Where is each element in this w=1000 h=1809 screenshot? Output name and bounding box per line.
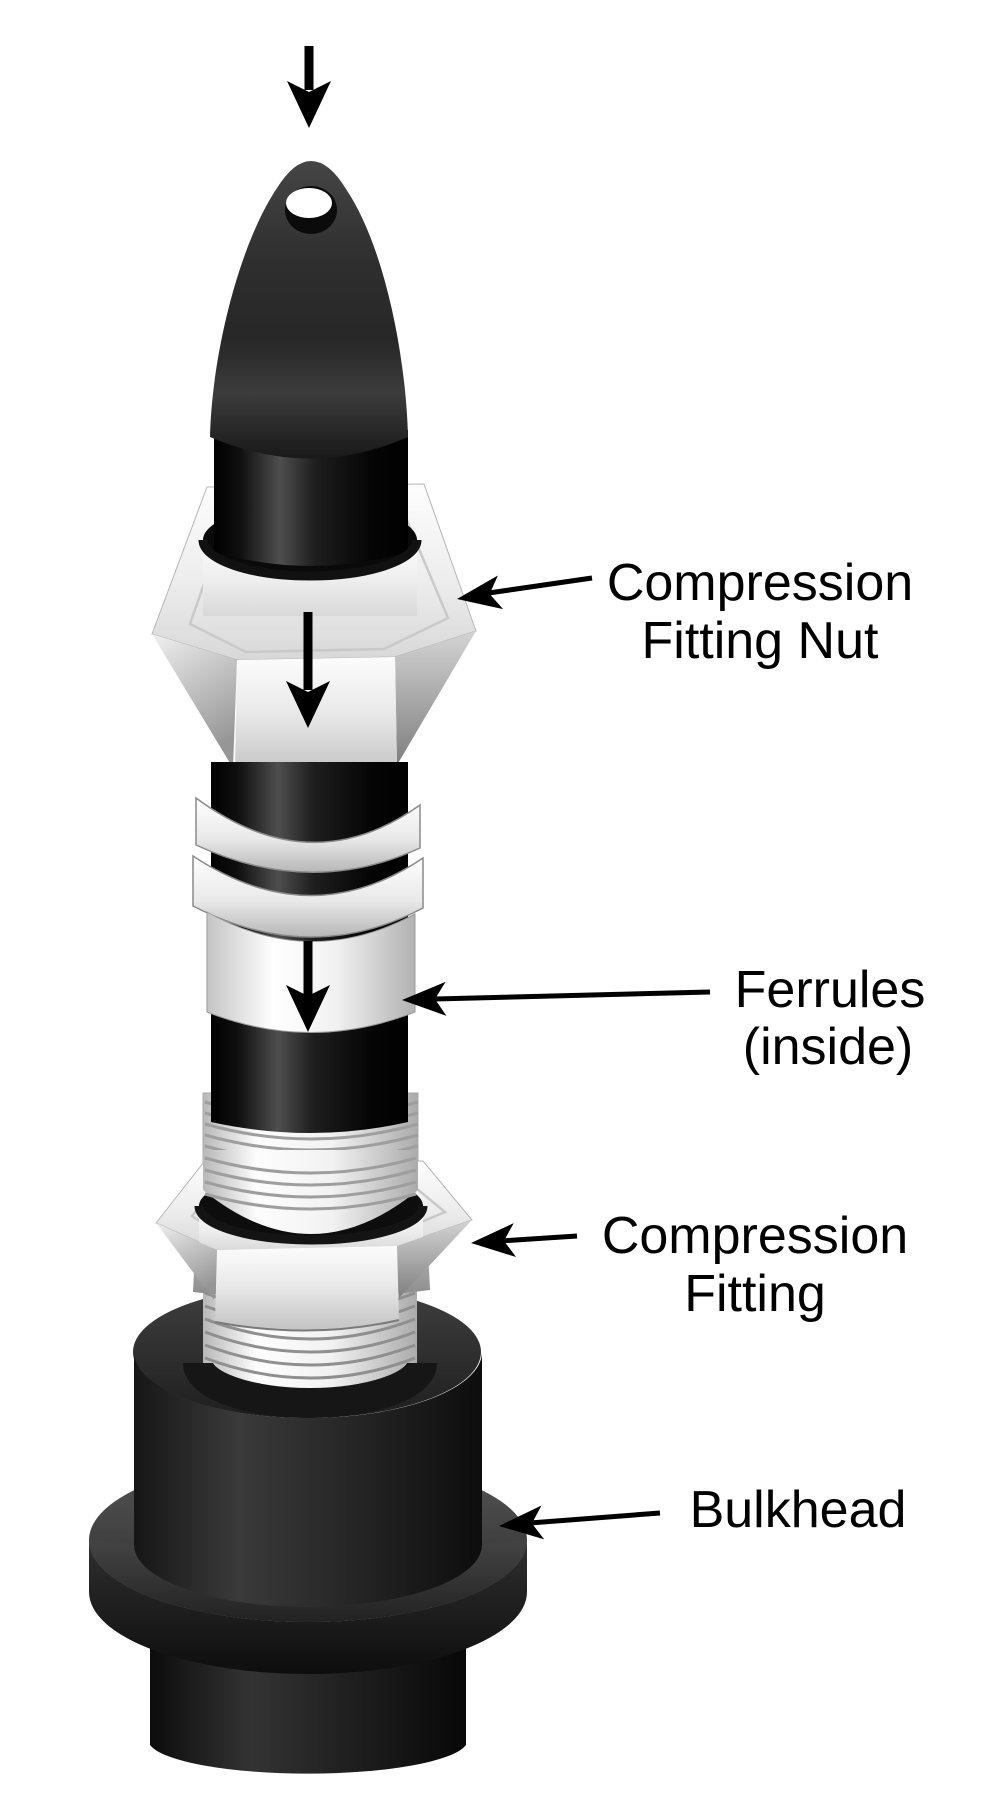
fitting-front-face <box>215 1246 399 1331</box>
ferrule-ring-lower <box>192 854 424 938</box>
bulkhead-bore-front-rim <box>183 1361 437 1418</box>
bulkhead-neck <box>134 1352 482 1607</box>
fitting-bottom-edge <box>214 1319 400 1332</box>
left-arrow-icon <box>402 981 447 1016</box>
ferrule-ring-upper <box>195 796 421 873</box>
label-compression-fitting-line1: Compression <box>602 1207 908 1265</box>
leader-arrow-ferrules <box>402 981 711 1016</box>
leader-arrow-compression-fitting <box>471 1223 578 1258</box>
bulkhead-flange-side <box>89 1540 527 1674</box>
nut-left-face <box>152 634 237 768</box>
label-compression-fitting-nut-line1: Compression <box>607 554 913 612</box>
fitting-bore-front-rim <box>194 1205 428 1245</box>
down-arrow-icon-top <box>287 46 331 128</box>
label-compression-fitting-line2: Fitting <box>684 1265 826 1323</box>
compression-fitting-nut-body <box>152 631 476 778</box>
bulkhead-bottom-cylinder <box>150 1640 466 1774</box>
fitting-bore-thread-ridges <box>204 1156 417 1211</box>
eyelet-hole <box>286 188 332 218</box>
left-arrow-icon <box>471 1223 517 1258</box>
label-ferrules-line1: Ferrules <box>735 961 926 1019</box>
fitting-right-face <box>397 1220 472 1298</box>
compression-fitting <box>155 1150 473 1332</box>
leader-arrow-bulkhead <box>499 1505 661 1540</box>
nut-right-face <box>395 631 476 765</box>
label-bulkhead: Bulkhead <box>690 1481 907 1539</box>
label-compression-fitting-nut-line2: Fitting Nut <box>642 612 880 670</box>
bulkhead-flange-front-lip <box>89 1540 527 1622</box>
fitting-bore-front-face <box>199 1206 423 1252</box>
label-ferrules-line2: (inside) <box>743 1018 914 1076</box>
probe-cap <box>210 161 408 459</box>
nut-bore-front-rim <box>198 539 422 581</box>
left-arrow-icon <box>499 1505 545 1540</box>
bulkhead <box>89 1352 527 1774</box>
probe-tube-upper <box>214 430 408 566</box>
fitting-bore-threads <box>203 1150 418 1234</box>
fitting-left-face <box>156 1223 217 1300</box>
left-arrow-icon <box>457 575 504 610</box>
leader-arrow-compression-fitting-nut <box>457 575 593 610</box>
down-arrow-icon-nut <box>286 612 330 728</box>
nut-front-face <box>235 657 397 777</box>
down-arrow-icon-ferrule <box>286 941 330 1032</box>
